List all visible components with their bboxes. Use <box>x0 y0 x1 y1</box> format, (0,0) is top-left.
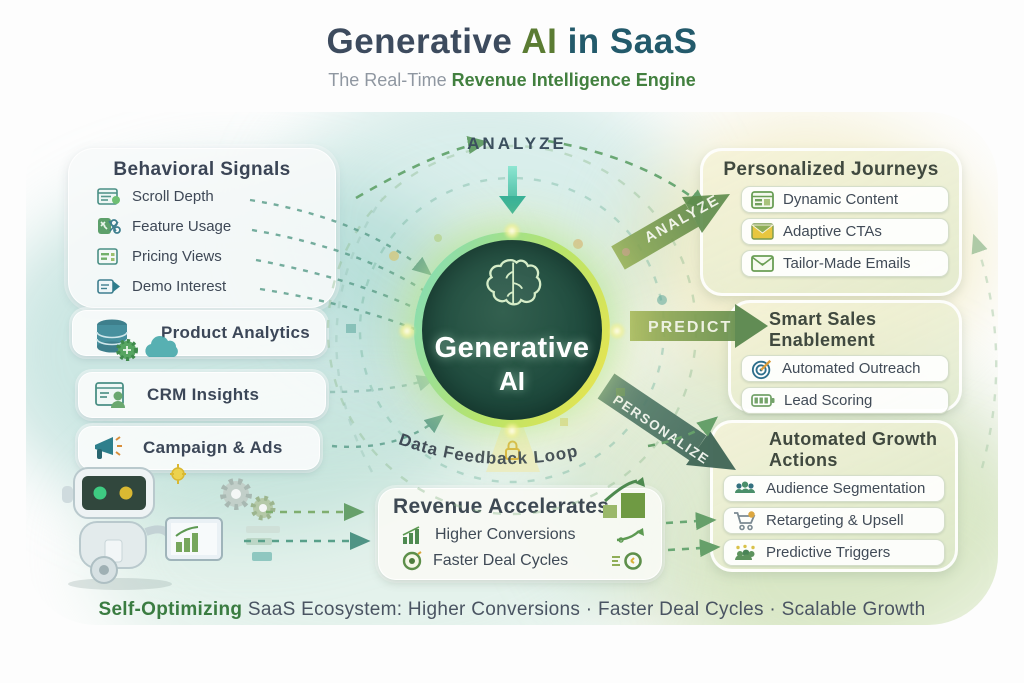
list-item-label: Higher Conversions <box>435 526 576 543</box>
smart-sales-title: Smart Sales Enablement <box>769 309 877 350</box>
list-item-label: Faster Deal Cycles <box>433 552 569 569</box>
smart-sales-section: Smart Sales Enablement Automated Outreac… <box>728 300 962 415</box>
hub-label-line1: Generative <box>434 332 590 364</box>
list-item: Demo Interest <box>69 271 335 301</box>
glow-flare <box>503 422 521 440</box>
list-item-label: Retargeting & Upsell <box>766 512 904 530</box>
list-item-label: Predictive Triggers <box>766 544 891 562</box>
feature-usage-icon <box>98 217 121 234</box>
list-item: Faster Deal Cycles <box>401 551 645 571</box>
list-item-label: Feature Usage <box>132 217 232 235</box>
cart-icon <box>734 511 756 531</box>
database-analytics-icon <box>96 319 178 361</box>
dynamic-content-icon <box>751 190 774 209</box>
title-ai: AI <box>521 22 558 61</box>
list-item: Feature Usage <box>69 211 335 241</box>
revenue-accelerates-title: Revenue Accelerates <box>393 495 610 518</box>
page-subtitle: The Real-Time Revenue Intelligence Engin… <box>0 70 1024 91</box>
behavioral-signals-title: Behavioral Signals <box>113 159 291 180</box>
bar-chart-icon <box>402 526 420 544</box>
pricing-views-icon <box>97 247 118 265</box>
automated-growth-title: Automated Growth Actions <box>769 429 938 470</box>
list-item-label: Lead Scoring <box>784 392 873 410</box>
list-item: Lead Scoring <box>741 387 949 415</box>
list-item: Tailor-Made Emails <box>741 250 949 277</box>
target-pencil-icon <box>751 359 772 379</box>
generative-ai-hub: Generative AI <box>414 232 610 428</box>
scroll-depth-icon <box>97 187 120 205</box>
list-item: Adaptive CTAs <box>741 218 949 245</box>
list-item-label: Adaptive CTAs <box>783 223 882 240</box>
list-item: Higher Conversions <box>401 525 645 545</box>
subtitle-grey: The Real-Time <box>328 70 447 90</box>
list-item: Retargeting & Upsell <box>723 507 945 535</box>
behavioral-signals-panel: Behavioral Signals Scroll Depth Feature … <box>68 148 336 308</box>
lead-scoring-icon <box>751 394 775 408</box>
crm-insights-panel: CRM Insights <box>78 372 326 418</box>
list-item-label: Demo Interest <box>132 277 227 295</box>
list-item-label: Scroll Depth <box>132 187 214 205</box>
robot-illustration <box>62 464 280 590</box>
glow-flare <box>398 322 416 340</box>
hub-core: Generative AI <box>422 240 602 420</box>
panel-label: Campaign & Ads <box>143 438 283 457</box>
footer-rest: SaaS Ecosystem: Higher Conversions · Fas… <box>247 599 926 620</box>
crm-window-icon <box>95 382 125 408</box>
personalized-journeys-title: Personalized Journeys <box>723 159 939 180</box>
footer-tagline: Self-Optimizing SaaS Ecosystem: Higher C… <box>0 599 1024 621</box>
product-analytics-panel: Product Analytics <box>72 310 326 361</box>
list-item-label: Tailor-Made Emails <box>783 255 911 272</box>
automated-growth-section: Automated Growth Actions Audience Segmen… <box>710 420 958 572</box>
list-item-label: Automated Outreach <box>782 360 921 378</box>
footer-highlight: Self-Optimizing <box>98 599 243 620</box>
speed-cycle-icon <box>612 552 642 570</box>
page-title: Generative AI in SaaS <box>0 22 1024 62</box>
list-item-label: Dynamic Content <box>783 191 899 208</box>
list-item: Automated Outreach <box>741 355 949 383</box>
analyze-top-label: ANALYZE <box>467 134 567 153</box>
title-generative: Generative <box>326 22 513 61</box>
audience-segmentation-icon <box>735 481 755 493</box>
glow-flare <box>503 222 521 240</box>
panel-label: CRM Insights <box>147 385 260 404</box>
list-item: Predictive Triggers <box>723 539 945 567</box>
list-item: Pricing Views <box>69 241 335 271</box>
conversion-arrow-icon <box>616 528 644 543</box>
glow-flare <box>608 322 626 340</box>
hub-label-line2: AI <box>499 366 525 396</box>
brain-icon <box>486 258 542 306</box>
predictive-triggers-icon <box>735 545 755 561</box>
list-item: Dynamic Content <box>741 186 949 213</box>
cycle-gauge-icon <box>402 551 422 571</box>
list-item: Audience Segmentation <box>723 475 945 503</box>
list-item: Scroll Depth <box>69 181 335 211</box>
megaphone-icon <box>95 436 122 459</box>
demo-interest-icon <box>97 278 120 294</box>
subtitle-green: Revenue Intelligence Engine <box>451 70 696 90</box>
growth-chart-icon <box>603 477 645 518</box>
personalized-journeys-section: Personalized Journeys Dynamic Content Ad… <box>700 148 962 296</box>
list-item-label: Pricing Views <box>132 247 222 265</box>
adaptive-ctas-icon <box>751 223 774 240</box>
title-in-saas: in SaaS <box>567 22 698 61</box>
revenue-accelerates-panel: Revenue Accelerates Higher Conversions <box>378 477 662 580</box>
list-item-label: Audience Segmentation <box>766 480 926 498</box>
tailor-made-emails-icon <box>751 255 774 272</box>
campaign-ads-panel: Campaign & Ads <box>78 426 320 470</box>
